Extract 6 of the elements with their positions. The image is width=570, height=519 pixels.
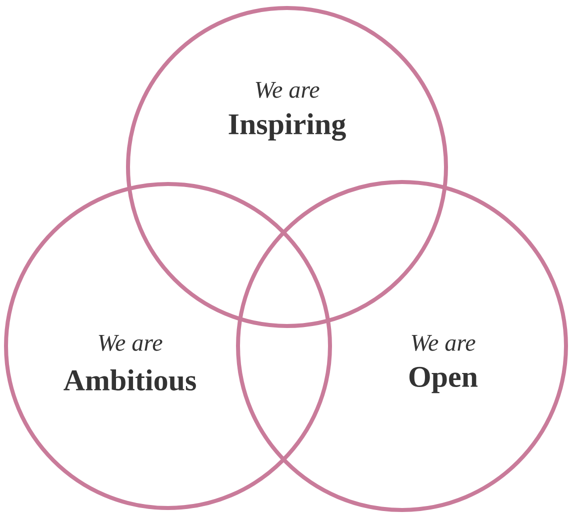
script-text: We are	[98, 334, 162, 352]
heading-text: Ambitious	[64, 369, 196, 391]
heading-text: Open	[409, 366, 478, 394]
heading-text: Inspiring	[228, 113, 346, 141]
script-text: We are	[256, 82, 320, 98]
script-text: We are	[412, 334, 476, 352]
